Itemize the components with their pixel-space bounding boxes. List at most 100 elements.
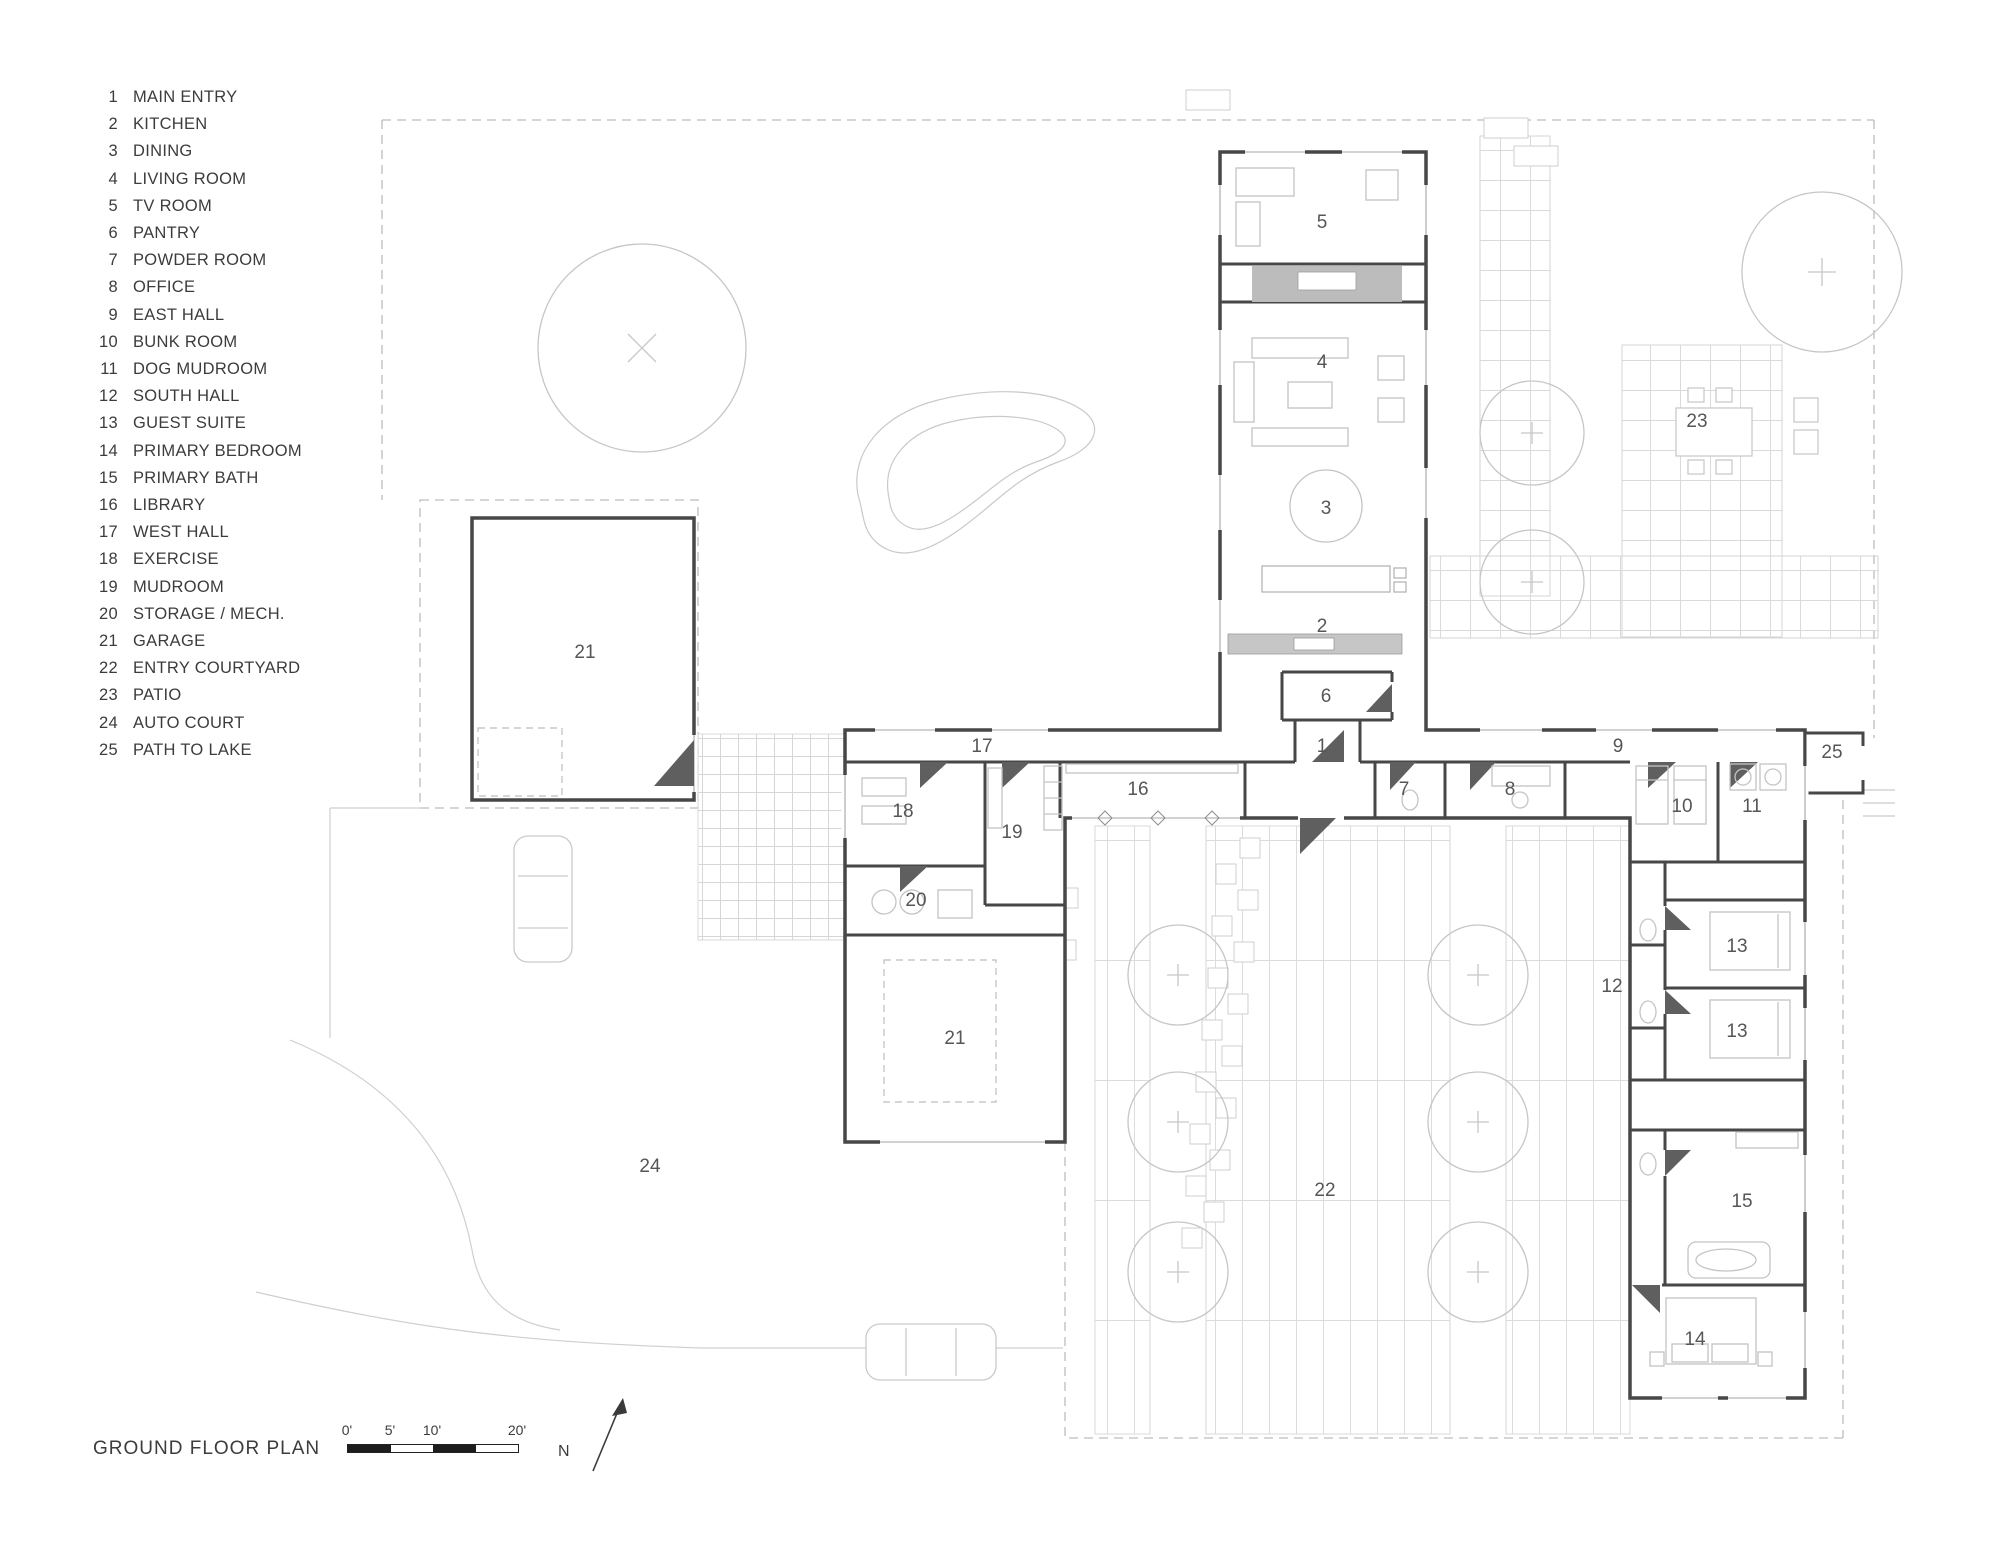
room-number-15: 15	[1731, 1191, 1752, 1212]
garage-upper-storage-dashed	[477, 727, 563, 797]
room-number-6: 6	[1321, 686, 1332, 707]
legend-item-number: 18	[99, 550, 118, 569]
garage-setback-dashed	[419, 499, 699, 809]
legend-item-label: AUTO COURT	[133, 713, 245, 732]
patio-furniture	[1675, 387, 1819, 475]
room-number-16: 16	[1127, 779, 1148, 800]
legend-item-number: 7	[108, 251, 118, 270]
room-number-21: 21	[944, 1028, 965, 1049]
legend-item-label: WEST HALL	[133, 523, 229, 542]
scale-bar	[347, 1444, 519, 1453]
legend-item: 8 OFFICE	[86, 274, 302, 301]
site-plan-layer	[255, 89, 1903, 1439]
legend-item-label: PANTRY	[133, 224, 201, 243]
legend-item-number: 8	[108, 278, 118, 297]
room-number-8: 8	[1505, 779, 1516, 800]
legend-item: 13 GUEST SUITE	[86, 410, 302, 437]
scale-bar-segment	[475, 1445, 518, 1452]
room-number-11: 11	[1742, 796, 1762, 817]
room-number-2: 2	[1317, 616, 1328, 637]
lake-vestibule-walls	[1803, 731, 1865, 795]
legend-item-label: POWDER ROOM	[133, 251, 267, 270]
room-number-23: 23	[1686, 411, 1707, 432]
kitchen-counter	[1227, 633, 1403, 655]
legend-item: 5 TV ROOM	[86, 193, 302, 220]
site-edge-lines	[329, 807, 420, 1038]
equipment-pad-1	[1483, 117, 1529, 139]
legend-item: 10 BUNK ROOM	[86, 329, 302, 356]
scale-bar-segment	[348, 1445, 391, 1452]
room-number-13: 13	[1726, 1021, 1747, 1042]
equipment-pad-2	[1513, 145, 1559, 167]
north-label: N	[558, 1443, 570, 1460]
legend-item-number: 20	[99, 604, 118, 623]
scale-bar-segment	[433, 1445, 476, 1452]
legend-item-label: GUEST SUITE	[133, 414, 247, 433]
room-number-9: 9	[1613, 736, 1624, 757]
room-number-21: 21	[574, 642, 595, 663]
car-drive	[865, 1323, 997, 1381]
plan-title: GROUND FLOOR PLAN	[93, 1438, 321, 1459]
room-number-18: 18	[892, 801, 913, 822]
legend-item-number: 11	[100, 360, 118, 379]
legend-item-label: SOUTH HALL	[133, 387, 240, 406]
legend-item-number: 10	[99, 332, 118, 351]
legend-item-number: 5	[108, 196, 118, 215]
legend-item-label: DOG MUDROOM	[133, 360, 268, 379]
legend-item-number: 24	[99, 713, 118, 732]
legend-item-label: OFFICE	[133, 278, 196, 297]
room-number-1: 1	[1317, 736, 1328, 757]
room-number-12: 12	[1601, 976, 1622, 997]
legend-item-number: 14	[99, 441, 118, 460]
room-number-19: 19	[1001, 822, 1022, 843]
legend-item-number: 25	[99, 740, 118, 759]
scale-label-20: 20'	[507, 1422, 527, 1438]
garage-upper-walls	[470, 516, 696, 802]
room-number-17: 17	[971, 736, 992, 757]
legend-item-label: EAST HALL	[133, 305, 225, 324]
legend-item-label: MAIN ENTRY	[133, 88, 238, 106]
equipment-pad-3	[1185, 89, 1231, 111]
legend-item-label: PATIO	[133, 686, 182, 705]
legend-item-label: BUNK ROOM	[133, 332, 238, 351]
legend-item-label: KITCHEN	[133, 115, 208, 134]
room-number-25: 25	[1821, 742, 1842, 763]
legend-item-number: 16	[99, 496, 118, 515]
legend-item-number: 21	[99, 632, 118, 651]
legend-item-number: 17	[99, 523, 118, 542]
driveway-curves	[255, 1039, 1063, 1349]
patio-lower-band	[1429, 555, 1879, 639]
legend-item-label: PATH TO LAKE	[133, 740, 252, 759]
legend-item-label: PRIMARY BATH	[133, 468, 259, 487]
legend-item-label: TV ROOM	[133, 196, 213, 215]
building-layer	[470, 148, 1867, 1402]
legend-item-number: 19	[99, 577, 118, 596]
legend-item-number: 22	[99, 659, 118, 678]
legend-item-number: 4	[108, 169, 118, 188]
room-number-3: 3	[1321, 498, 1332, 519]
legend-item-label: LIBRARY	[133, 496, 206, 515]
furniture-layer	[861, 167, 1799, 1367]
kitchen-island	[1261, 565, 1407, 593]
car-auto-court	[513, 835, 573, 963]
fireplace-mass	[1252, 266, 1402, 302]
north-arrow-icon	[592, 1398, 627, 1472]
room-number-14: 14	[1684, 1329, 1706, 1350]
scale-bar-segment	[390, 1445, 433, 1452]
room-number-5: 5	[1317, 212, 1328, 233]
room-number-10: 10	[1671, 796, 1692, 817]
legend-item-number: 3	[108, 142, 118, 161]
legend-item-number: 13	[99, 414, 118, 433]
